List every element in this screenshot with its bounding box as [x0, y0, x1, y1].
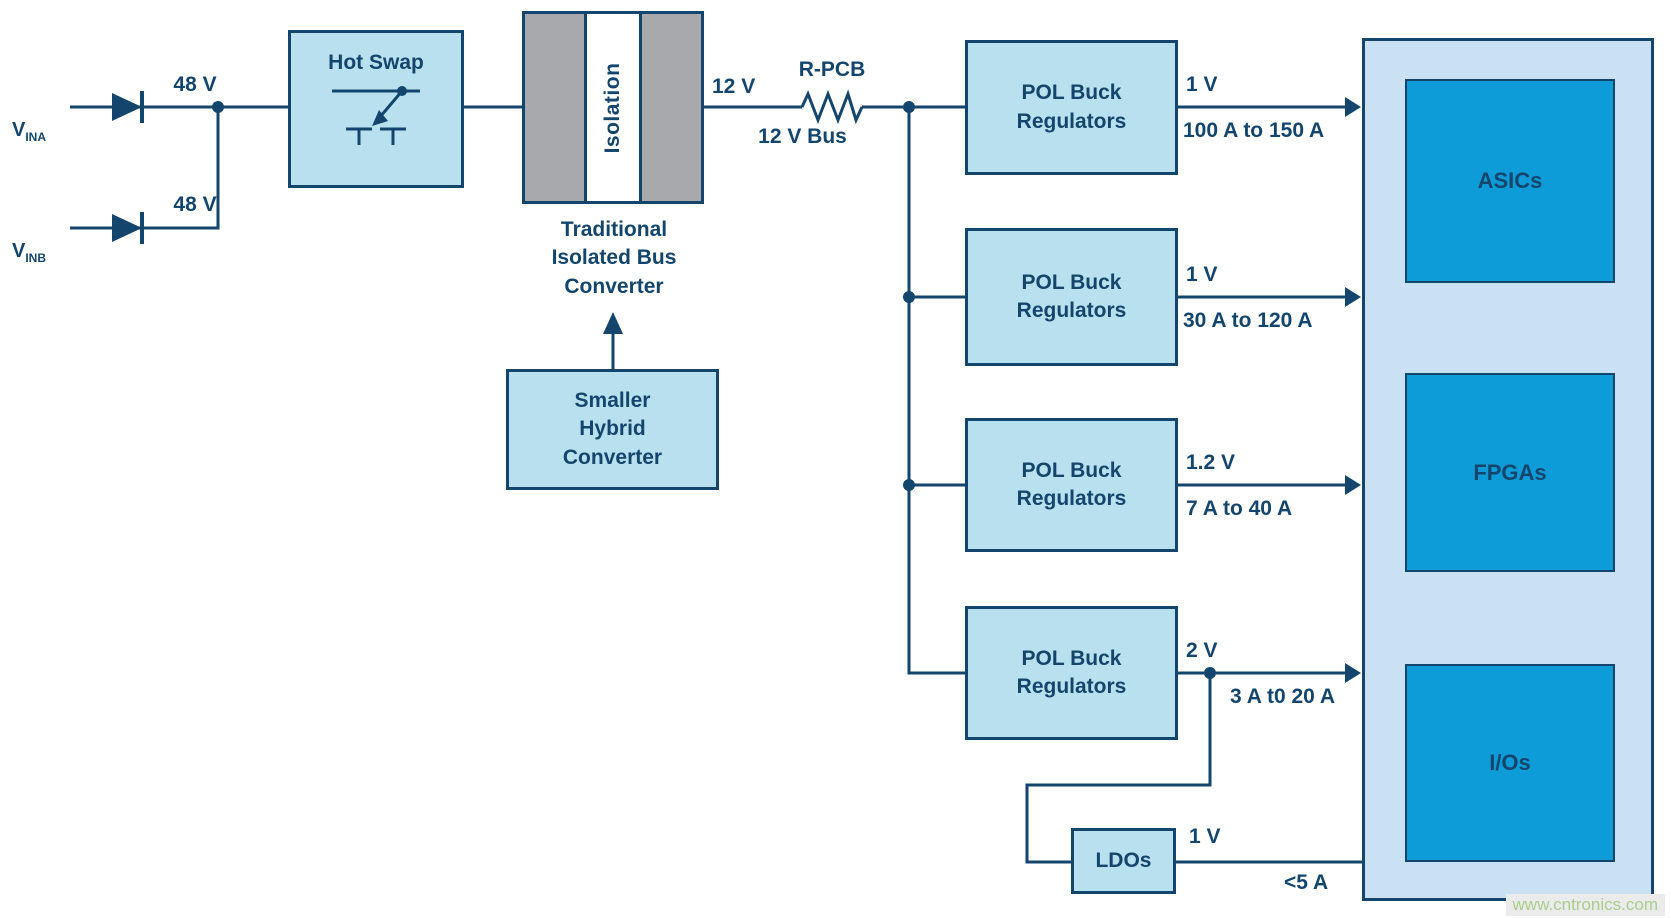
mosfet-icon [332, 86, 420, 146]
resistor-icon [800, 89, 864, 125]
bus-name-label: 12 V Bus [758, 125, 847, 148]
fpgas-block: FPGAs [1405, 373, 1615, 572]
pol2-output-arrow [1178, 287, 1361, 307]
vinb-symbol: V [12, 240, 26, 262]
pol4-current-label: 3 A t0 20 A [1230, 685, 1336, 708]
pol2-current-label: 30 A to 120 A [1183, 309, 1313, 332]
ldo-block: LDOs [1071, 828, 1176, 894]
diode-b-icon [112, 212, 144, 244]
rpcb-label: R-PCB [798, 58, 866, 81]
hot-swap-label: Hot Swap [328, 51, 424, 74]
bus-trunk-wire [907, 107, 965, 675]
ldo-current-label: <5 A [1284, 871, 1329, 894]
bus-branch2-dot [903, 291, 915, 303]
hybrid-converter-block: Smaller Hybrid Converter [506, 369, 719, 490]
pol1-current-label: 100 A to 150 A [1183, 119, 1325, 142]
pol-regulator-block-2: POL Buck Regulators [965, 228, 1178, 366]
pol2-voltage-label: 1 V [1186, 263, 1218, 286]
isolation-caption: Traditional Isolated Bus Converter [551, 218, 677, 298]
pol3-voltage-label: 1.2 V [1186, 451, 1236, 474]
hot-swap-block: Hot Swap [288, 30, 464, 188]
voltage-48v-a-label: 48 V [173, 73, 217, 96]
isolation-label: Isolation [600, 62, 624, 153]
asics-block: ASICs [1405, 79, 1615, 283]
pol-regulator-block-1: POL Buck Regulators [965, 40, 1178, 175]
ldo-feed-wire [1025, 673, 1212, 864]
load-panel: ASICs FPGAs I/Os [1362, 38, 1654, 901]
pol3-current-label: 7 A to 40 A [1186, 497, 1293, 520]
bus-voltage-label: 12 V [712, 75, 756, 98]
ios-block: I/Os [1405, 664, 1615, 862]
pol3-output-arrow [1178, 475, 1361, 495]
isolation-block: Isolation [522, 11, 704, 204]
vina-label: VINA [12, 94, 72, 144]
upgrade-arrow-icon [603, 312, 623, 369]
voltage-48v-b-label: 48 V [173, 193, 217, 216]
pol-regulator-block-4: POL Buck Regulators [965, 606, 1178, 740]
input-junction-dot [212, 101, 224, 113]
pol4-voltage-label: 2 V [1186, 639, 1218, 662]
isolation-core [584, 14, 642, 201]
vinb-subscript: INB [25, 251, 47, 265]
vina-subscript: INA [25, 130, 47, 144]
diode-a-icon [112, 91, 144, 123]
ldo-voltage-label: 1 V [1189, 825, 1221, 848]
pol1-voltage-label: 1 V [1186, 73, 1218, 96]
bus-branch3-dot [903, 479, 915, 491]
pol-regulator-block-3: POL Buck Regulators [965, 418, 1178, 552]
watermark: www.cntronics.com [1505, 894, 1665, 916]
vinb-label: VINB [12, 215, 72, 265]
pol1-output-arrow [1178, 97, 1361, 117]
vina-symbol: V [12, 119, 26, 141]
